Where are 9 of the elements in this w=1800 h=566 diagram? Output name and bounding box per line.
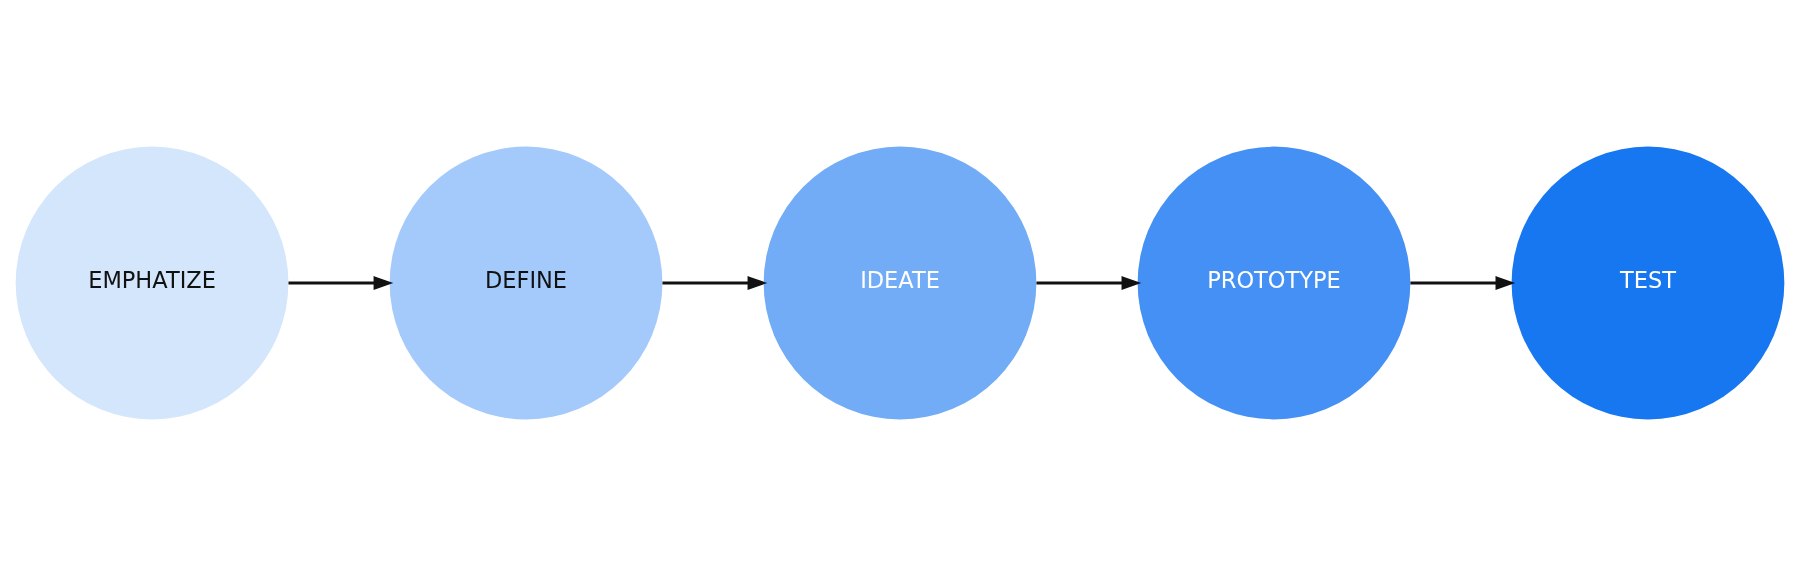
node-circle: DEFINE (389, 146, 663, 420)
arrow (288, 276, 394, 290)
node-circle: EMPHATIZE (15, 146, 289, 420)
node-circle: IDEATE (763, 146, 1037, 420)
arrow (1036, 276, 1142, 290)
node-circle: TEST (1511, 146, 1785, 420)
node-circle: PROTOTYPE (1137, 146, 1411, 420)
arrow (1410, 276, 1516, 290)
arrow (662, 276, 768, 290)
